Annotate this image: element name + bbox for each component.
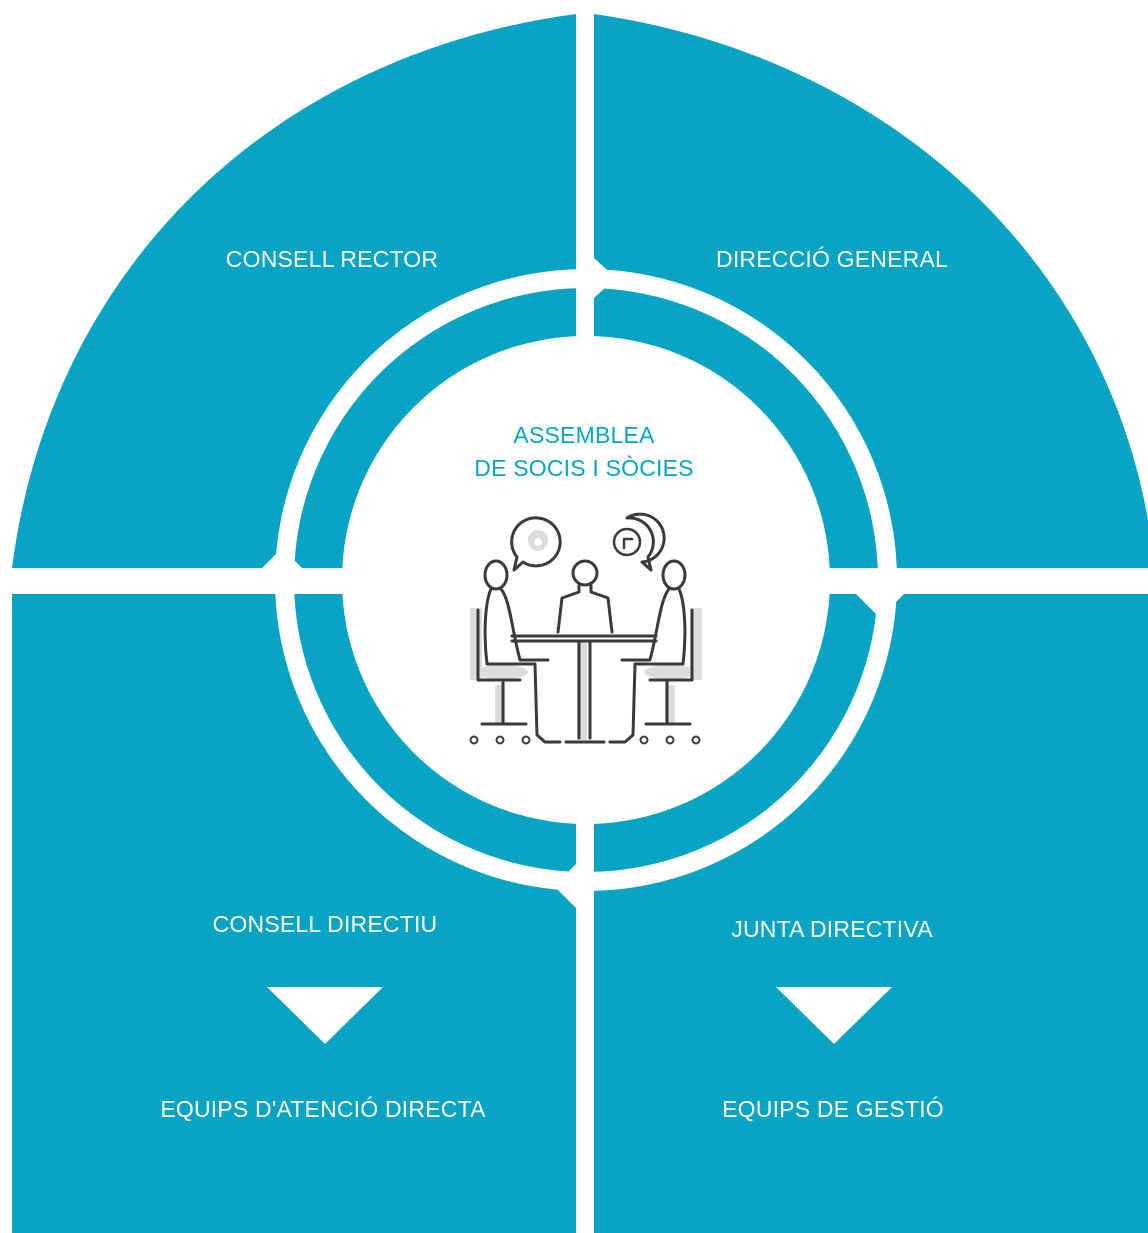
arrow-down-left	[267, 987, 383, 1044]
notch-right	[856, 594, 904, 618]
notch-top-left	[262, 548, 302, 568]
label-consell-rector: CONSELL RECTOR	[226, 246, 438, 272]
center-title-line2: DE SOCIS I SÒCIES	[474, 455, 693, 481]
table	[510, 634, 658, 744]
center-person	[556, 559, 614, 634]
label-junta-directiva: JUNTA DIRECTIVA	[731, 916, 933, 942]
left-person	[469, 559, 562, 745]
clock-speech-bubble-icon	[612, 512, 666, 572]
arrow-down-right	[776, 987, 892, 1044]
notch-top	[594, 258, 616, 298]
label-equips-de-gestio: EQUIPS DE GESTIÓ	[722, 1096, 944, 1122]
label-consell-directiu: CONSELL DIRECTIU	[213, 911, 438, 937]
meeting-people-icon	[469, 512, 702, 745]
label-equips-atencio-directa: EQUIPS D'ATENCIÓ DIRECTA	[160, 1096, 486, 1122]
gear-speech-bubble-icon	[510, 516, 562, 572]
center-title-line1: ASSEMBLEA	[513, 422, 655, 448]
label-direccio-general: DIRECCIÓ GENERAL	[716, 246, 948, 272]
notch-bottom	[554, 864, 576, 908]
right-person	[608, 559, 701, 745]
